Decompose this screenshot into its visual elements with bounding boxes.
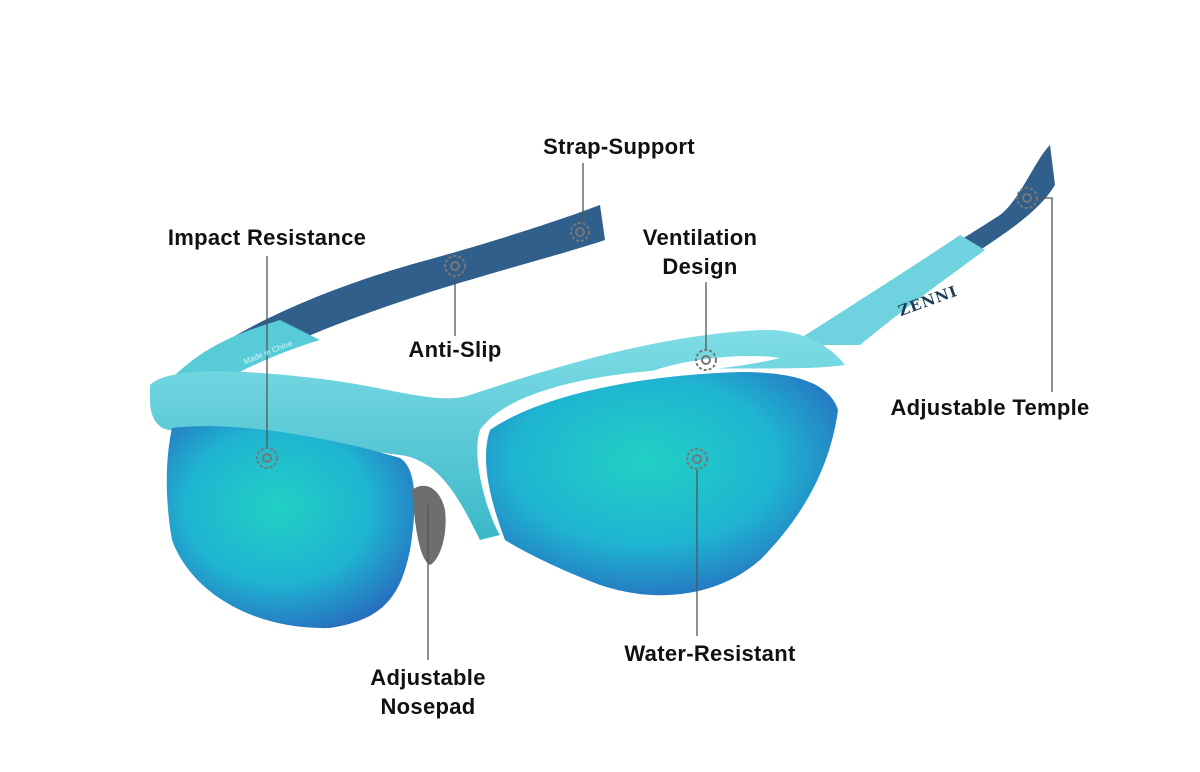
left-lens [166,426,415,629]
callout-text: Adjustable Temple [890,395,1090,420]
right-temple [790,145,1055,345]
target-icon [444,255,466,277]
target-icon [695,349,717,371]
callout-text: Water-Resistant [624,641,796,666]
target-icon [570,222,590,242]
front-frame [150,329,845,540]
target-markers [256,187,1038,470]
target-icon [1016,187,1038,209]
callout-text: Nosepad [380,694,476,719]
callout-impact-resistance: Impact Resistance [168,223,366,252]
nosepad [412,485,446,565]
callout-text: Ventilation [642,225,758,250]
callout-strap-support: Strap-Support [543,132,695,161]
leader-lines [266,163,1053,660]
callout-text: Strap-Support [543,134,695,159]
callout-text: Design [662,254,738,279]
callout-text: Impact Resistance [167,225,367,250]
callout-text: Adjustable [370,665,486,690]
callout-text: Anti-Slip [408,337,502,362]
callout-adjustable-temple: Adjustable Temple [890,393,1089,422]
callout-anti-slip: Anti-Slip [408,335,501,364]
right-lens [485,372,838,596]
callout-water-resistant: Water-Resistant [624,639,795,668]
target-icon [686,448,708,470]
target-icon [256,447,278,469]
